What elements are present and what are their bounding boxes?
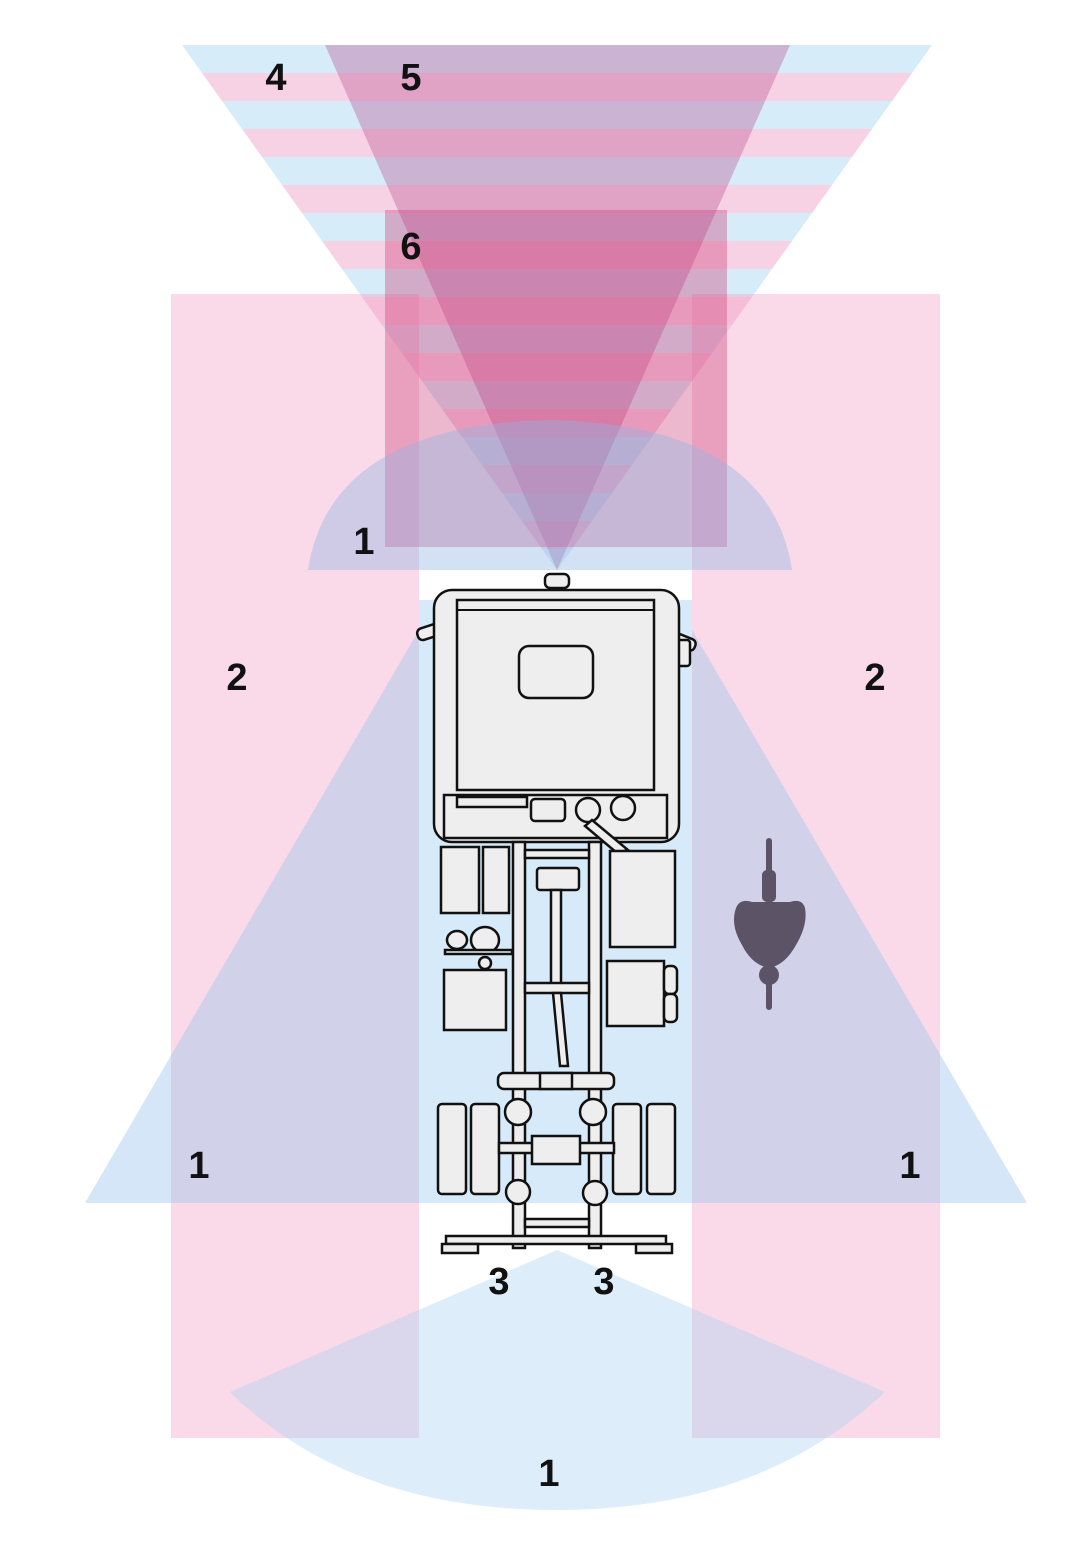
zone-1-rear-area (230, 1250, 885, 1510)
zone-2-left-area (171, 294, 419, 1438)
zone-2-left-label: 2 (226, 657, 247, 699)
zone-1-left-area (85, 630, 419, 1203)
zone-1-rear-label: 1 (538, 1453, 559, 1495)
truck-illustration (415, 572, 697, 1255)
zone-2-right-area (692, 294, 940, 1438)
zone-1-right-area (692, 630, 1027, 1203)
zone-4-area (182, 45, 932, 570)
zone-2-right-label: 2 (864, 657, 885, 699)
zone-6-label: 6 (400, 226, 421, 268)
zone-1-left-label: 1 (188, 1145, 209, 1187)
zone-5-label: 5 (400, 57, 421, 99)
zone-6-area (385, 210, 727, 547)
zone-3-right-label: 3 (593, 1261, 614, 1303)
cyclist-icon (734, 838, 806, 1010)
zone-1-front-label: 1 (353, 521, 374, 563)
zone-1-right-label: 1 (899, 1145, 920, 1187)
zone-3-left-label: 3 (488, 1261, 509, 1303)
zone-5-area (325, 45, 790, 570)
zone-4-label: 4 (265, 57, 286, 99)
zone-1-front-area (308, 420, 792, 570)
